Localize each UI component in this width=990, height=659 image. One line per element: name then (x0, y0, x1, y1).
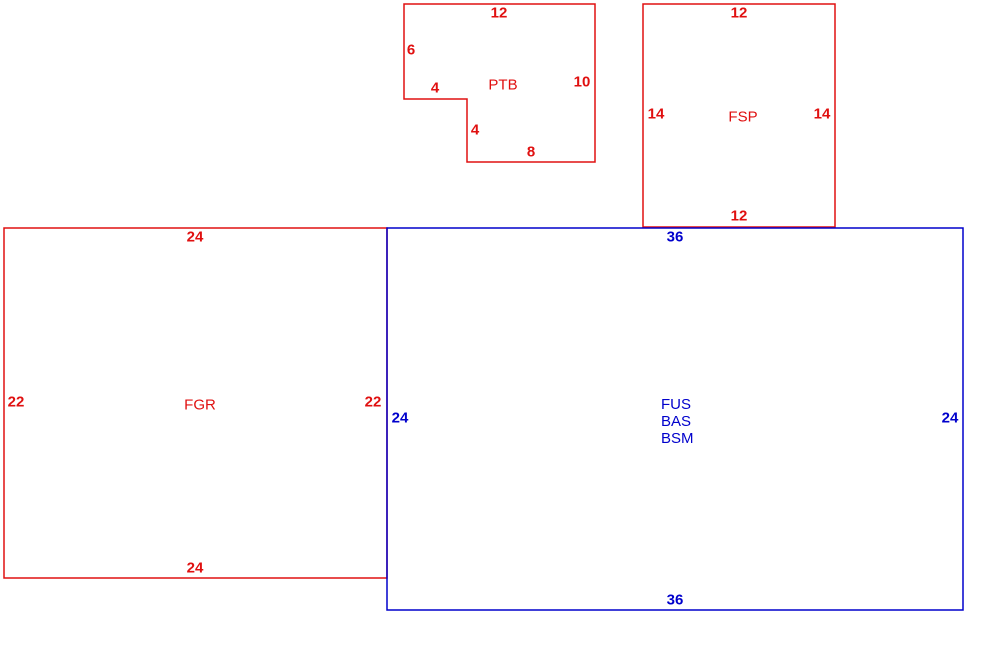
ptb-bottom-dimension: 8 (527, 144, 535, 161)
ptb-right-dimension: 10 (574, 74, 591, 91)
ptb-left-dimension: 6 (407, 42, 415, 59)
fsp-left-dimension: 14 (648, 106, 665, 123)
main-left-dimension: 24 (392, 410, 409, 427)
main-right-dimension: 24 (942, 410, 959, 427)
fsp-outline (642, 3, 836, 228)
main-area: 36 24 24 36 FUS BAS BSM (386, 227, 964, 611)
main-area-code-2: BAS (661, 413, 691, 430)
fgr-left-dimension: 22 (8, 394, 25, 411)
main-bottom-dimension: 36 (667, 592, 684, 609)
ptb-top-dimension: 12 (491, 5, 508, 22)
ptb-outline (403, 3, 596, 163)
fgr-top-dimension: 24 (187, 229, 204, 246)
fsp-area-code: FSP (728, 109, 757, 126)
main-area-code-1: FUS (661, 396, 691, 413)
fgr-bottom-dimension: 24 (187, 560, 204, 577)
ptb-area-code: PTB (488, 77, 517, 94)
fsp-right-dimension: 14 (814, 106, 831, 123)
fsp-bottom-dimension: 12 (731, 208, 748, 225)
ptb-notch-vertical-dimension: 4 (471, 122, 480, 139)
ptb-area: 12 6 4 4 8 10 PTB (403, 3, 596, 163)
main-top-dimension: 36 (667, 229, 684, 246)
fgr-area-code: FGR (184, 397, 216, 414)
ptb-notch-horizontal-dimension: 4 (431, 80, 440, 97)
fgr-right-dimension: 22 (365, 394, 382, 411)
fsp-area: 12 14 14 12 FSP (642, 3, 836, 228)
fgr-area: 24 22 22 24 FGR (3, 227, 388, 579)
main-outline (386, 227, 964, 611)
main-area-code-3: BSM (661, 430, 694, 447)
fsp-top-dimension: 12 (731, 5, 748, 22)
